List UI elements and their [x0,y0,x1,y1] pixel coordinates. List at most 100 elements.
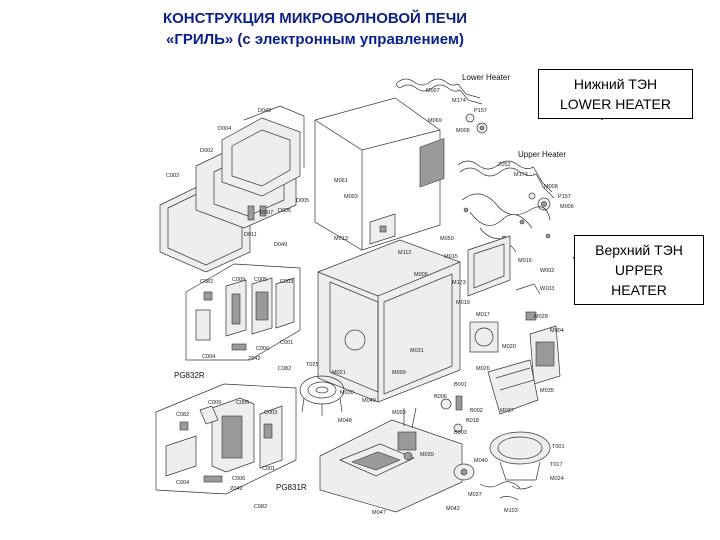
part-label: M048 [338,418,352,424]
part-label: D048 [258,108,271,114]
part-label: D002 [200,148,213,154]
part-label: M031 [410,348,424,354]
part-label: M024 [550,476,564,482]
part-label: M174 [514,172,528,178]
part-label: M037 [500,408,514,414]
part-label: P157 [474,108,487,114]
part-label: B003 [454,430,467,436]
part-label: C006 [256,346,269,352]
part-label: T017 [550,462,563,468]
part-label: M173 [452,280,466,286]
part-label: T025 [306,362,319,368]
part-label: C082 [254,504,267,510]
part-label: B001 [454,382,467,388]
control-panel-pg832r [185,263,301,361]
part-label: C005 [254,277,267,283]
panel-label-pg831r: PG831R [276,483,307,492]
motor-and-cords [440,395,521,501]
part-label: M049 [362,398,376,404]
part-label: D004 [218,126,231,132]
part-label: W002 [540,268,554,274]
control-panel-pg831r [155,383,297,495]
part-label: M006 [560,204,574,210]
part-label: M004 [550,328,564,334]
part-label: M013 [334,236,348,242]
part-label: D007 [260,210,273,216]
upper-heater-callout-en-1: UPPER [614,262,664,278]
part-number-labels: M007 M174 P157 M069 M006 Z052 M174 M008 … [166,88,574,516]
part-label: C001 [262,466,275,472]
part-label: M039 [420,452,434,458]
roller-ring [299,375,345,416]
part-label: M047 [372,510,386,516]
part-label: B002 [470,408,483,414]
part-label: M069 [428,118,442,124]
diagram-title: КОНСТРУКЦИЯ МИКРОВОЛНОВОЙ ПЕЧИ «ГРИЛЬ» (… [0,8,620,50]
part-label: M093 [392,410,406,416]
part-label: C003 [264,410,277,416]
magnetron-transformer-fan [469,311,561,415]
part-label: C009 [232,277,245,283]
upper-heater-callout-en-2: HEATER [611,282,667,298]
part-label: M015 [444,254,458,260]
lower-heater-section-label: Lower Heater [462,73,510,82]
part-label: P157 [558,194,571,200]
title-line-2: «ГРИЛЬ» (с электронным управлением) [165,31,465,48]
part-label: M042 [446,506,460,512]
part-label: M103 [504,508,518,514]
part-label: C004 [202,354,215,360]
part-label: M030 [340,390,354,396]
part-label: Z052 [498,162,511,168]
part-label: M099 [392,370,406,376]
glass-turntable [489,431,551,490]
outer-cabinet [314,97,441,251]
title-line-1: КОНСТРУКЦИЯ МИКРОВОЛНОВОЙ ПЕЧИ [162,10,468,27]
lower-heater-callout-ru: Нижний ТЭН [573,76,658,92]
part-label: D006 [278,208,291,214]
part-label: M028 [534,314,548,320]
panel-label-pg832r: PG832R [174,371,205,380]
part-label: M035 [540,388,554,394]
part-label: M021 [332,370,346,376]
lower-heater-callout: Нижний ТЭН LOWER HEATER [538,69,693,119]
base-plate [319,407,463,513]
part-label: C005 [236,400,249,406]
part-label: M003 [344,194,358,200]
part-label: M050 [440,236,454,242]
part-label: D049 [274,242,287,248]
part-label: C006 [232,476,245,482]
part-label: W103 [540,286,554,292]
part-label: C082 [200,279,213,285]
part-label: D011 [244,232,257,238]
part-label: M005 [414,272,428,278]
lower-heater-element [396,78,488,134]
part-label: C082 [278,366,291,372]
part-label: M017 [476,312,490,318]
part-label: C004 [176,480,189,486]
lower-heater-callout-en: LOWER HEATER [560,96,671,112]
part-label: B006 [434,394,447,400]
wiring-harness [461,193,551,253]
part-label: C001 [280,340,293,346]
part-label: M020 [502,344,516,350]
part-label: M019 [456,300,470,306]
part-label: C082 [176,412,189,418]
part-label: B018 [466,418,479,424]
part-label: M174 [452,98,466,104]
part-label: C002 [166,173,179,179]
part-label: C009 [208,400,221,406]
part-label: M037 [468,492,482,498]
part-label: M026 [476,366,490,372]
part-label: T001 [552,444,565,450]
part-label: Z042 [230,486,243,492]
upper-heater-element [457,160,555,211]
side-panel-bracket [467,235,541,297]
part-label: C003 [280,279,293,285]
upper-heater-callout: Верхний ТЭН UPPER HEATER [574,235,704,305]
part-label: M008 [544,184,558,190]
upper-heater-section-label: Upper Heater [518,150,566,159]
part-label: M112 [398,250,411,256]
part-label: M040 [474,458,488,464]
cavity-chassis [317,137,461,403]
